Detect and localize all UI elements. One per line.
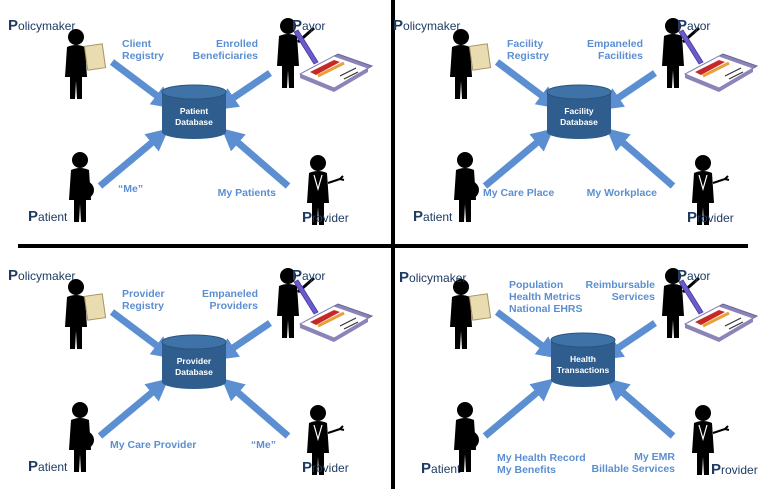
policymaker-figure-icon (65, 279, 107, 349)
arrow-payor (215, 320, 272, 361)
payor-figure-icon (277, 268, 315, 338)
provider-figure-icon (307, 405, 345, 475)
database-label: Database (175, 117, 213, 127)
role-payor: Payor (292, 267, 325, 284)
insurance-card-icon (678, 29, 759, 92)
arrow-provider (221, 378, 291, 439)
arrow-provider (606, 378, 676, 439)
role-patient: Patient (413, 208, 453, 225)
role-provider: Provider (687, 209, 734, 226)
flow-label-patient: “Me” (118, 183, 143, 195)
role-provider: Provider (711, 461, 758, 478)
role-provider: Provider (302, 209, 349, 226)
flow-label-provider: My Workplace (587, 187, 658, 199)
database-label: Database (560, 117, 598, 127)
insurance-card-icon (293, 279, 374, 342)
database-label: Database (175, 367, 213, 377)
database-label: Facility (564, 106, 594, 116)
arrow-policymaker (494, 59, 560, 109)
provider-figure-icon (692, 405, 730, 475)
flow-label-provider: My Patients (218, 187, 277, 199)
database-label: Transactions (557, 365, 610, 375)
arrow-payor (600, 70, 657, 111)
role-patient: Patient (28, 458, 68, 475)
flow-label-provider: “Me” (251, 439, 276, 451)
arrow-provider (606, 128, 676, 189)
role-policymaker: Policymaker (8, 17, 75, 34)
role-policymaker: Policymaker (8, 267, 75, 284)
arrow-payor (600, 320, 657, 361)
arrow-policymaker (109, 59, 175, 109)
role-payor: Payor (677, 17, 710, 34)
patient-figure-icon (69, 402, 94, 472)
flow-label-patient: My Care Provider (110, 439, 196, 451)
database-label: Health (570, 354, 596, 364)
role-policymaker: Policymaker (393, 17, 460, 34)
payor-figure-icon (277, 18, 315, 88)
role-patient: Patient (28, 208, 68, 225)
patient-figure-icon (454, 152, 479, 222)
payor-figure-icon (662, 268, 700, 338)
database-label: Patient (180, 106, 209, 116)
arrow-patient (97, 378, 169, 439)
provider-figure-icon (307, 155, 345, 225)
policymaker-figure-icon (450, 279, 492, 349)
database-label: Provider (177, 356, 212, 366)
patient-figure-icon (69, 152, 94, 222)
policymaker-figure-icon (450, 29, 492, 99)
insurance-card-icon (293, 29, 374, 92)
flow-label-patient: My Care Place (483, 187, 554, 199)
arrow-policymaker (494, 309, 560, 359)
arrow-payor (215, 70, 272, 111)
arrow-patient (482, 378, 554, 439)
role-patient: Patient (421, 460, 461, 477)
role-provider: Provider (302, 459, 349, 476)
policymaker-figure-icon (65, 29, 107, 99)
role-payor: Payor (292, 17, 325, 34)
insurance-card-icon (678, 279, 759, 342)
arrow-policymaker (109, 309, 175, 359)
arrow-patient (482, 128, 554, 189)
arrow-patient (97, 128, 169, 189)
patient-figure-icon (454, 402, 479, 472)
role-policymaker: Policymaker (399, 269, 466, 286)
role-payor: Payor (677, 267, 710, 284)
arrow-provider (221, 128, 291, 189)
provider-figure-icon (692, 155, 730, 225)
